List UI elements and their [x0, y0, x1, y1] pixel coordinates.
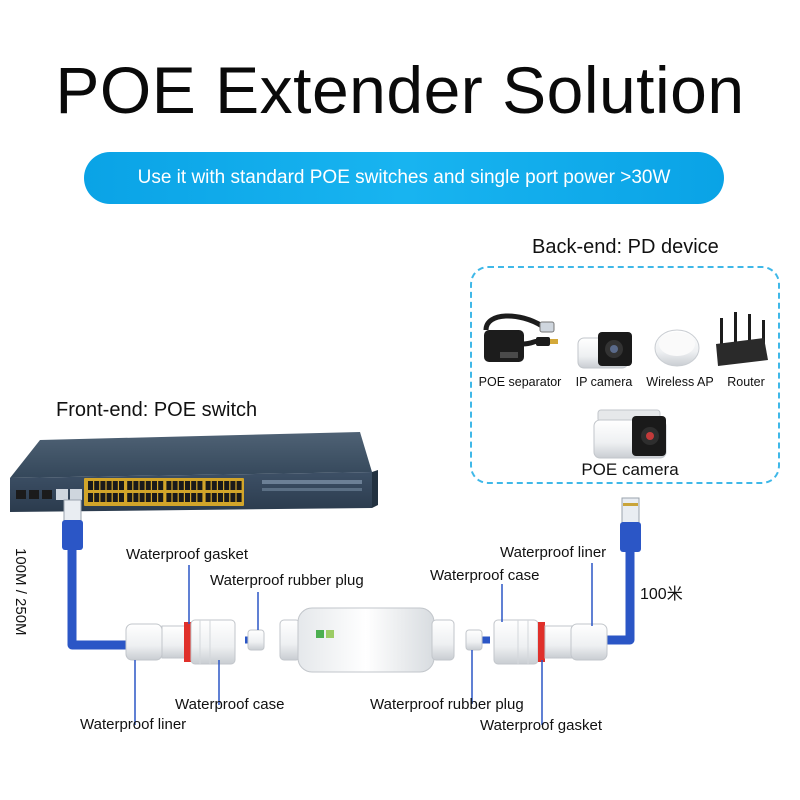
left-connector-assembly — [125, 619, 265, 665]
callout-leaders — [134, 563, 593, 725]
switch-port — [166, 493, 172, 502]
switch-port — [185, 493, 190, 502]
switch-port — [88, 481, 93, 490]
switch-port — [236, 481, 242, 490]
router-icon — [716, 312, 768, 366]
callout-waterproof-liner-right: Waterproof liner — [500, 544, 607, 561]
switch-port — [106, 493, 112, 502]
switch-port — [236, 493, 242, 502]
switch-port — [106, 481, 112, 490]
callout-waterproof-liner-left: Waterproof liner — [80, 716, 187, 733]
switch-port — [145, 493, 151, 502]
callout-waterproof-case-right: Waterproof case — [430, 567, 540, 584]
switch-port — [133, 481, 139, 490]
switch-port — [88, 493, 93, 502]
dome-camera-icon — [577, 332, 632, 369]
switch-port — [172, 481, 178, 490]
switch-port — [127, 493, 133, 502]
switch-port — [112, 493, 118, 502]
switch-port — [172, 493, 178, 502]
poe-switch-icon — [10, 432, 378, 512]
cable-length-left: 100M / 250M — [12, 548, 29, 636]
callout-waterproof-rubber-plug-left: Waterproof rubber plug — [210, 572, 364, 589]
switch-port — [119, 481, 124, 490]
switch-port — [178, 481, 184, 490]
switch-port — [127, 481, 133, 490]
switch-port — [145, 481, 151, 490]
switch-port — [119, 493, 124, 502]
switch-port — [139, 493, 145, 502]
right-connector-assembly — [465, 619, 608, 665]
switch-port — [197, 481, 203, 490]
switch-port — [152, 493, 157, 502]
switch-port — [152, 481, 157, 490]
callout-waterproof-gasket-left: Waterproof gasket — [126, 546, 248, 563]
switch-port — [218, 493, 223, 502]
switch-port — [211, 481, 217, 490]
switch-port — [166, 481, 172, 490]
switch-port — [218, 481, 223, 490]
device-caption-ip-camera: IP camera — [575, 375, 633, 389]
switch-port — [112, 481, 118, 490]
switch-port — [139, 481, 145, 490]
bullet-camera-icon — [593, 409, 667, 459]
switch-port — [191, 481, 197, 490]
switch-port — [158, 493, 164, 502]
switch-port — [100, 493, 106, 502]
poe-extender-body — [279, 607, 455, 673]
device-caption-wireless-ap: Wireless AP — [646, 375, 714, 389]
callout-waterproof-gasket-right: Waterproof gasket — [480, 717, 602, 734]
switch-port — [205, 493, 211, 502]
switch-port — [133, 493, 139, 502]
wireless-ap-icon — [654, 329, 700, 367]
poe-splitter-icon — [483, 313, 558, 362]
pd-device-box — [470, 266, 780, 484]
device-caption-poe-camera: POE camera — [581, 460, 679, 479]
switch-port — [224, 493, 230, 502]
device-caption-poe-separator: POE separator — [478, 375, 562, 389]
frontend-label: Front-end: POE switch — [56, 399, 258, 421]
switch-port — [197, 493, 203, 502]
switch-port — [94, 493, 100, 502]
switch-port — [224, 481, 230, 490]
cable-length-right: 100米 — [640, 586, 683, 603]
page-title: POE Extender Solution — [55, 53, 745, 127]
switch-port — [230, 481, 236, 490]
switch-port — [94, 481, 100, 490]
switch-port — [178, 493, 184, 502]
switch-port — [100, 481, 106, 490]
callout-waterproof-case-left: Waterproof case — [175, 696, 285, 713]
switch-port — [158, 481, 164, 490]
switch-port — [185, 481, 190, 490]
callout-waterproof-rubber-plug-right: Waterproof rubber plug — [370, 696, 524, 713]
subtitle-banner: Use it with standard POE switches and si… — [84, 152, 724, 204]
switch-port — [205, 481, 211, 490]
device-caption-router: Router — [727, 375, 765, 389]
switch-port — [191, 493, 197, 502]
backend-label: Back-end: PD device — [532, 236, 719, 258]
switch-port — [211, 493, 217, 502]
switch-port — [230, 493, 236, 502]
